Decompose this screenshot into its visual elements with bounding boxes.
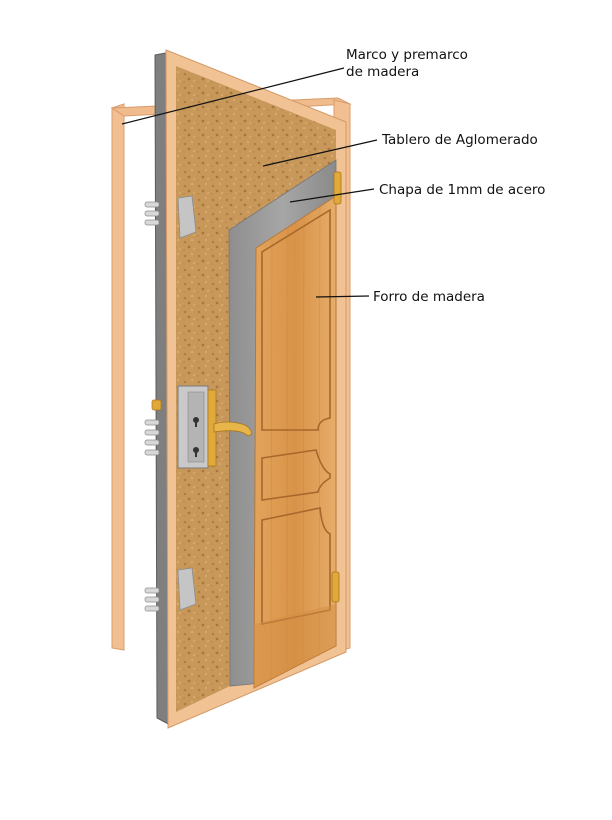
label-chipboard: Tablero de Aglomerado [382, 132, 538, 148]
chipboard-core [176, 66, 336, 712]
label-frame-line2: de madera [346, 64, 420, 80]
veneer-middle-panel [261, 449, 331, 501]
upper-bolts [144, 201, 160, 226]
leader-chapa [289, 188, 375, 203]
leader-lines [121, 67, 378, 298]
lock-box [177, 385, 217, 469]
veneer-panels [261, 208, 331, 625]
label-frame: Marco y premarco de madera [346, 47, 468, 81]
label-frame-line1: Marco y premarco [346, 47, 468, 63]
label-steel-sheet: Chapa de 1mm de acero [379, 182, 546, 198]
leader-marco [121, 67, 345, 125]
veneer-upper-panel [261, 208, 331, 431]
veneer-lower-panel [261, 507, 331, 625]
lower-keyhole [193, 447, 199, 453]
leader-forro [315, 295, 370, 298]
lower-hinge [331, 571, 340, 603]
frame-left-jamb [111, 103, 125, 651]
leader-tablero [262, 139, 378, 167]
veneer-bottom-rail [254, 604, 336, 688]
lower-bolts [144, 587, 160, 612]
door-handle [213, 421, 253, 437]
lower-anchor-plate [177, 567, 197, 611]
latch-bolt [151, 399, 162, 411]
upper-keyhole [193, 417, 199, 423]
veneer-grain [270, 206, 321, 681]
upper-anchor-plate [177, 195, 197, 239]
upper-hinge [333, 171, 342, 205]
middle-bolts [144, 419, 160, 456]
label-wood-veneer: Forro de madera [373, 289, 485, 305]
